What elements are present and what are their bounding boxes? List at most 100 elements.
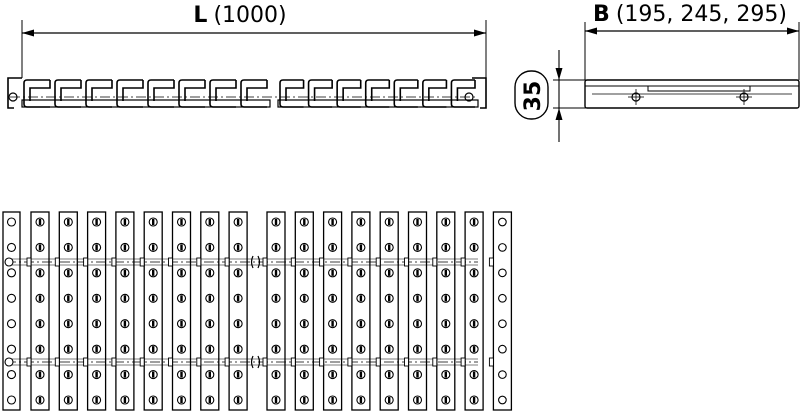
width-letter: B (593, 2, 610, 27)
plan-end-hole (6, 370, 17, 380)
plan-spacer (290, 357, 296, 367)
plan-spacer (460, 357, 466, 367)
plan-hole-fill (331, 295, 334, 302)
plan-bar-outline (58, 211, 78, 411)
plan-hole-fill (38, 295, 42, 302)
plan-hole-fill (472, 320, 476, 327)
plan-spacer (168, 357, 173, 367)
side-clip (364, 79, 391, 108)
plan-bar (464, 211, 484, 411)
plan-hole-fill (95, 346, 98, 353)
plan-hole-fill (359, 269, 363, 276)
plan-hole-fill (123, 295, 127, 302)
plan-hole-fill (444, 244, 447, 251)
plan-hole-fill (472, 219, 476, 225)
plan-hole-fill (388, 244, 391, 251)
plan-bar-outline (379, 211, 399, 411)
plan-hole-fill (38, 320, 42, 327)
plan-hole-fill (388, 320, 391, 327)
plan-hole-fill (444, 219, 447, 225)
plan-bar-outline (351, 211, 371, 411)
plan-bar (171, 211, 192, 411)
plan-hole-fill (274, 295, 278, 302)
plan-hole-fill (95, 295, 98, 302)
plan-bar (143, 211, 163, 411)
side-clip (23, 79, 51, 108)
plan-hole-fill (416, 346, 419, 353)
plan-bar-outline (407, 211, 428, 411)
plan-hole-fill (152, 219, 155, 225)
plan-bar (294, 211, 314, 411)
plan-spacer (262, 257, 268, 267)
plan-hole-fill (152, 397, 155, 403)
plan-hole-fill (152, 295, 155, 302)
plan-bar (379, 211, 399, 411)
plan-hole-fill (208, 346, 211, 353)
length-values: (1000) (213, 3, 286, 28)
plan-hole-fill (472, 295, 476, 302)
plan-spacer (139, 257, 145, 267)
end-view (584, 79, 800, 109)
height-dimension (514, 50, 590, 142)
plan-hole-fill (38, 244, 42, 251)
plan-hole-fill (388, 295, 391, 302)
side-clip (240, 79, 268, 108)
plan-hole-fill (303, 346, 306, 353)
width-label: B(195, 245, 295) (593, 2, 787, 27)
plan-hole-fill (416, 219, 419, 225)
plan-hole-fill (152, 371, 155, 378)
side-clip (85, 79, 113, 108)
plan-hole (498, 395, 507, 405)
plan-hole-fill (388, 371, 391, 378)
plan-spacer (460, 257, 466, 267)
side-clip (209, 79, 237, 108)
plan-hole-fill (359, 244, 363, 251)
plan-hole-fill (472, 269, 476, 276)
side-view (7, 77, 487, 109)
plan-hole-fill (123, 244, 127, 251)
plan-rod-coupling (250, 355, 261, 369)
end-view-hole-right (736, 89, 752, 105)
plan-hole-fill (331, 219, 334, 225)
plan-bar (266, 211, 286, 411)
plan-end-plate-left (2, 211, 21, 411)
plan-hole-fill (208, 219, 211, 225)
plan-hole-fill (359, 320, 363, 327)
plan-hole-fill (331, 320, 334, 327)
length-letter: L (193, 3, 207, 28)
plan-hole-fill (444, 295, 447, 302)
plan-hole-fill (180, 219, 183, 225)
plan-hole (498, 293, 507, 303)
side-clip (450, 79, 476, 108)
plan-hole (498, 268, 507, 278)
plan-bar-outline (464, 211, 484, 411)
plan-spacer (196, 257, 202, 267)
plan-hole-fill (236, 244, 240, 251)
plan-hole-fill (416, 371, 419, 378)
plan-bar (115, 211, 135, 411)
plan-hole-fill (123, 397, 127, 403)
plan-hole-fill (444, 346, 447, 353)
plan-bar (30, 211, 50, 411)
plan-spacer (196, 357, 202, 367)
plan-hole-fill (303, 269, 306, 276)
side-view-right-section (277, 77, 487, 109)
plan-hole-fill (236, 269, 240, 276)
plan-bar-outline (115, 211, 135, 411)
plan-hole-fill (303, 371, 306, 378)
plan-hole-fill (123, 371, 127, 378)
plan-spacer (83, 357, 89, 367)
plan-bar-outline (86, 211, 107, 411)
plan-hole-fill (123, 320, 127, 327)
plan-rod-end (4, 257, 14, 267)
plan-hole-fill (359, 371, 363, 378)
plan-hole-fill (180, 397, 183, 403)
plan-hole-fill (123, 346, 127, 353)
plan-hole-fill (95, 371, 98, 378)
plan-spacer (347, 257, 353, 267)
plan-hole-fill (208, 371, 211, 378)
plan-hole-fill (236, 295, 240, 302)
plan-hole-fill (152, 244, 155, 251)
plan-bar-outline (322, 211, 343, 411)
plan-spacer (83, 257, 89, 267)
